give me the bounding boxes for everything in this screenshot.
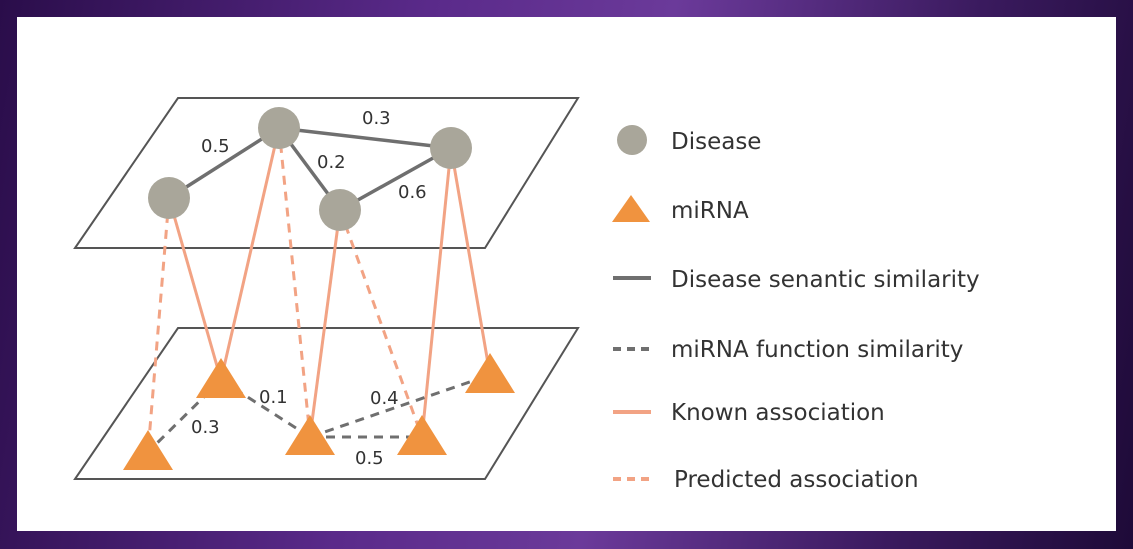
disease-edge-label: 0.2 (317, 152, 346, 173)
legend: Disease miRNA Disease senantic similarit… (612, 125, 980, 493)
legend-label: miRNA (671, 198, 749, 224)
known-associations (167, 127, 492, 438)
predicted-associations (146, 127, 424, 453)
mirna-plane (73, 327, 580, 480)
disease-edge-label: 0.3 (362, 108, 391, 129)
mirna-node (465, 353, 515, 393)
mirna-edge-label: 0.4 (370, 388, 399, 409)
mirna-node (123, 430, 173, 470)
legend-label: Disease senantic similarity (671, 267, 980, 293)
legend-label: Known association (671, 400, 885, 426)
mirna-node (196, 358, 246, 398)
mirna-edge-label: 0.5 (355, 448, 384, 469)
disease-node (430, 127, 472, 169)
disease-similarity-edge (278, 126, 452, 150)
disease-node (258, 107, 300, 149)
predicted-association-edge (338, 209, 424, 438)
predicted-association-edge (146, 197, 171, 453)
mirna-node (397, 415, 447, 455)
known-association-edge (420, 147, 453, 438)
mirna-node (285, 415, 335, 455)
disease-node (148, 177, 190, 219)
legend-disease-marker (617, 125, 647, 155)
known-association-edge (449, 147, 492, 376)
mirna-nodes (123, 353, 515, 470)
predicted-association-edge (277, 127, 312, 438)
mirna-edge-label: 0.1 (259, 387, 288, 408)
legend-label: Disease (671, 129, 761, 155)
disease-node (319, 189, 361, 231)
known-association-edge (308, 209, 342, 438)
mirna-edge-label: 0.3 (191, 417, 220, 438)
disease-similarity-edge (168, 126, 280, 200)
legend-mirna-marker (612, 195, 650, 222)
legend-label: miRNA function similarity (671, 337, 963, 363)
disease-nodes (148, 107, 472, 231)
disease-edge-label: 0.6 (398, 182, 427, 203)
known-association-edge (219, 127, 281, 381)
disease-similarity-edge (339, 146, 452, 212)
known-association-edge (167, 197, 223, 381)
legend-label: Predicted association (674, 467, 919, 493)
disease-edge-label: 0.5 (201, 136, 230, 157)
